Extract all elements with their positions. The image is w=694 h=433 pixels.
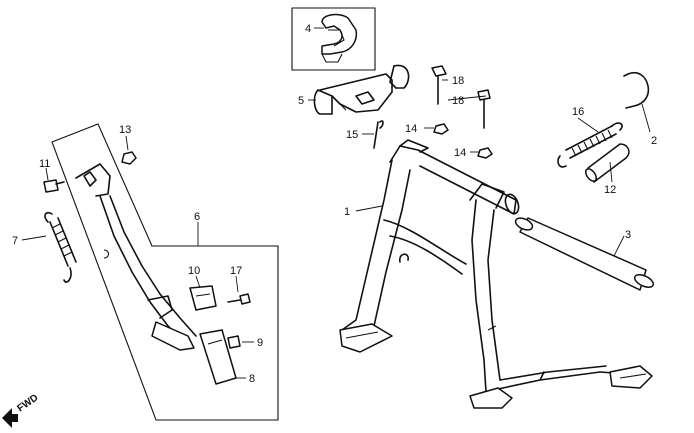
cotter-pin-part [373, 120, 384, 149]
callout-12: 12 [604, 184, 616, 196]
stopper-bracket-part [313, 64, 410, 115]
callout-9: 9 [257, 337, 263, 349]
callout-8: 8 [249, 373, 255, 385]
callout-17: 17 [230, 265, 242, 277]
pivot-nut-part [121, 151, 137, 165]
callout-5: 5 [298, 95, 304, 107]
bolt-part-2 [477, 89, 491, 129]
spring-collar-part [584, 143, 630, 183]
circlip-part [623, 71, 650, 109]
fwd-label: FWD [15, 392, 40, 414]
screw-part [227, 293, 251, 305]
callout-10: 10 [188, 265, 200, 277]
return-spring-part [557, 122, 623, 168]
callout-15: 15 [346, 129, 358, 141]
callout-3: 3 [625, 229, 631, 241]
side-stand-spring-part [44, 211, 77, 283]
fwd-arrow-icon [2, 408, 18, 428]
pivot-shaft-part [514, 217, 655, 291]
collar-part [227, 335, 241, 349]
bolt-part [431, 65, 447, 105]
switch-part [189, 285, 217, 311]
subassembly-box-top [291, 7, 376, 71]
nut-part-2 [477, 147, 493, 159]
callout-11: 11 [39, 158, 50, 170]
callout-14b: 14 [454, 147, 466, 159]
callout-1: 1 [344, 206, 350, 218]
callout-2: 2 [651, 135, 657, 147]
callout-16: 16 [572, 106, 584, 118]
side-stand-part [75, 163, 197, 351]
callout-18a: 18 [452, 75, 464, 87]
callout-18b: 18 [452, 95, 464, 107]
nut-part [433, 123, 449, 135]
stopper-rubber-part [321, 13, 358, 63]
main-stand-part [339, 139, 653, 409]
callout-7: 7 [12, 235, 18, 247]
callout-14a: 14 [405, 123, 417, 135]
subassembly-box-sidestand [51, 123, 279, 421]
callout-6: 6 [194, 211, 200, 223]
pivot-bolt-part [43, 179, 65, 193]
callout-13: 13 [119, 124, 131, 136]
callout-4: 4 [305, 23, 311, 35]
